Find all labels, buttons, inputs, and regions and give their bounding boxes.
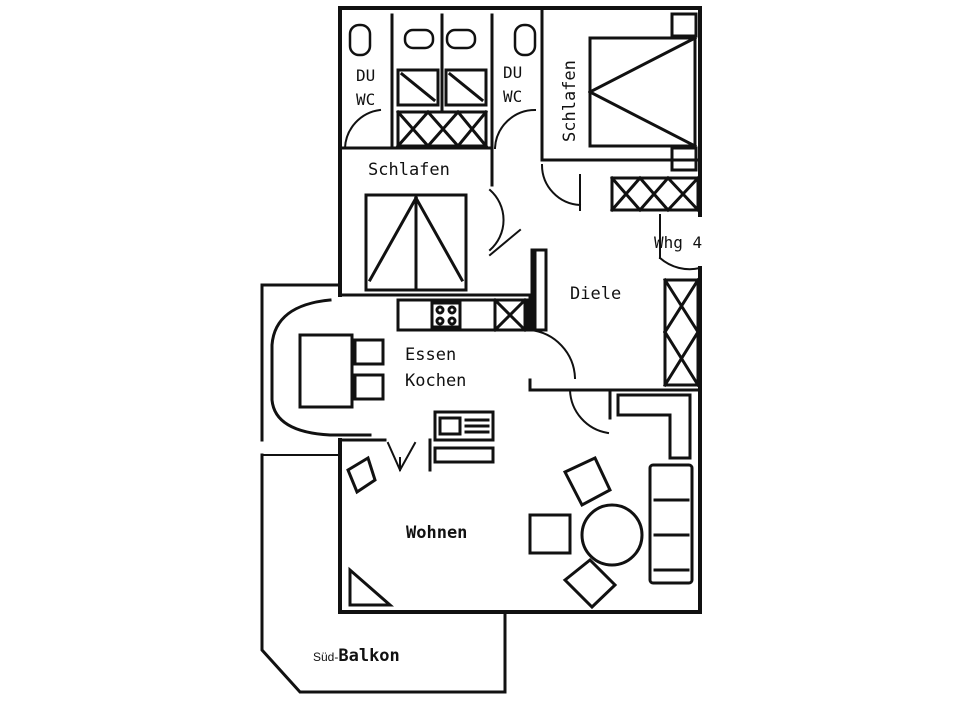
label-du-left: DU (356, 66, 376, 85)
wardrobe-top (395, 109, 489, 149)
door-bedroom-left (488, 188, 522, 257)
chair-left (528, 513, 572, 555)
door-bedroom-right (540, 163, 582, 211)
label-wc-right: WC (503, 87, 523, 106)
door-wc-left (343, 108, 382, 150)
interior-walls-top (338, 6, 702, 297)
kitchen-sink (433, 410, 495, 464)
sideboard (616, 393, 692, 460)
kitchen-wall (528, 293, 612, 392)
label-essen: Essen (405, 345, 457, 365)
door-diele-living (568, 388, 610, 435)
wardrobe-right (609, 175, 701, 213)
sofa (648, 463, 694, 585)
label-whg: Whg 4 (654, 233, 703, 252)
door-living (386, 441, 417, 473)
outer-walls (338, 6, 702, 614)
door-kitchen (528, 328, 577, 380)
chair-bottom (562, 557, 618, 610)
dining-bay (260, 283, 372, 442)
label-balkon-prefix: Süd- (313, 650, 339, 664)
tv-corner (348, 566, 394, 607)
toilet-left (348, 23, 372, 57)
door-entrance (658, 214, 702, 271)
label-diele: Diele (570, 284, 622, 304)
armchair-corner (346, 455, 377, 495)
round-table (580, 503, 644, 567)
label-schlafen-right: Schlafen (560, 60, 580, 142)
toilet-right (513, 23, 537, 57)
bed-left (364, 193, 468, 292)
chair-top (562, 456, 612, 508)
door-wc-right (493, 108, 537, 150)
label-wohnen: Wohnen (406, 523, 468, 543)
kitchen-counter (396, 297, 530, 333)
double-sink (403, 28, 477, 50)
hall-cabinet (530, 248, 548, 332)
balcony (260, 453, 507, 694)
label-balkon: Süd-Balkon (313, 648, 400, 665)
label-wc-left: WC (356, 90, 376, 109)
bed-right (587, 12, 698, 172)
label-du-right: DU (503, 63, 523, 82)
label-schlafen-left: Schlafen (368, 160, 450, 180)
label-balkon-main: Balkon (338, 646, 400, 666)
shower-right (444, 68, 488, 107)
label-kochen: Kochen (405, 371, 467, 391)
dining-table (298, 333, 385, 409)
shower-left (396, 68, 440, 107)
wall-living-diele (608, 388, 702, 420)
closet-diele (662, 277, 701, 388)
